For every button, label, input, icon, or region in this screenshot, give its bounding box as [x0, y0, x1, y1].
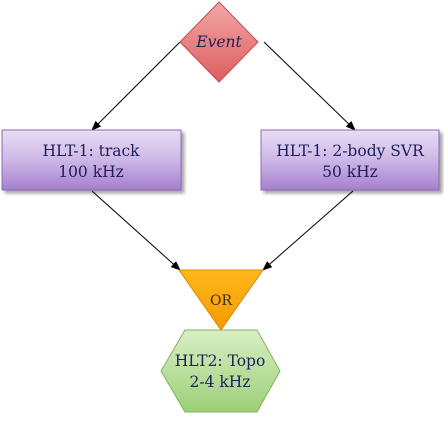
- hlt2-topo-node: HLT2: Topo 2-4 kHz: [160, 329, 281, 413]
- arrow-track-to-or: [91, 190, 181, 271]
- connectors: [91, 41, 356, 271]
- or-label: OR: [210, 293, 232, 309]
- hlt1-track-box: [1, 129, 182, 191]
- hlt2-topo-hexagon-shape: [160, 329, 281, 413]
- hlt1-svr-title: HLT-1: 2-body SVR: [276, 142, 425, 160]
- hlt1-svr-rate: 50 kHz: [322, 163, 378, 181]
- or-node: OR: [178, 269, 264, 331]
- hlt1-svr-node: HLT-1: 2-body SVR 50 kHz: [260, 129, 440, 191]
- event-diamond-shape: [179, 1, 259, 83]
- hlt2-topo-title: HLT2: Topo: [175, 352, 266, 370]
- hlt1-track-rate: 100 kHz: [58, 163, 124, 181]
- arrow-event-to-track: [91, 41, 181, 131]
- arrow-svr-to-or: [262, 190, 354, 271]
- hlt1-svr-box: [260, 129, 440, 191]
- hlt2-topo-rate: 2-4 kHz: [190, 373, 251, 391]
- or-triangle-shape: [178, 269, 264, 331]
- hlt1-track-node: HLT-1: track 100 kHz: [1, 129, 182, 191]
- event-node: Event: [179, 1, 259, 83]
- event-label: Event: [195, 33, 242, 51]
- arrow-event-to-svr: [263, 41, 356, 131]
- hlt1-track-title: HLT-1: track: [42, 142, 140, 160]
